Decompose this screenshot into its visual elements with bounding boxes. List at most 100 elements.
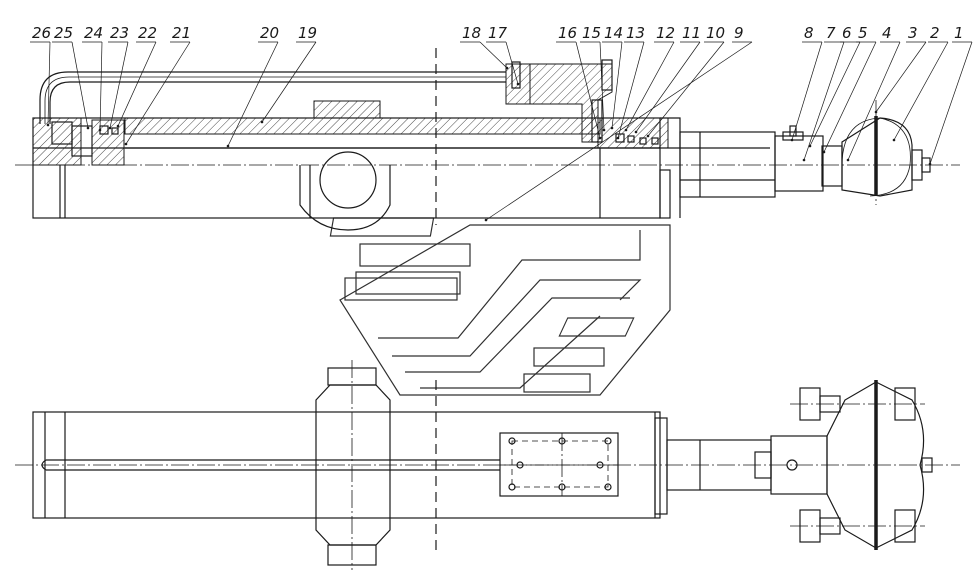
callout-21: 21 [124,24,191,146]
callout-leader-line [617,41,645,139]
callout-label: 2 [930,24,940,42]
gland-guide-section [597,117,681,219]
callout-leader-dot [505,66,509,70]
plan-view [15,360,960,570]
callout-8: 8 [790,24,823,142]
callout-leader-dot [86,126,90,130]
callout-leader-dot [846,158,850,162]
callout-label: 11 [682,24,701,42]
callout-label: 17 [488,24,508,42]
callout-label: 10 [706,24,725,42]
callout-leader-dot [928,162,932,166]
callout-9: 9 [484,24,753,222]
flange-plate-plan [499,432,619,497]
callout-11: 11 [634,24,701,134]
callout-leader-dot [260,120,264,124]
callout-2: 2 [892,24,949,142]
trunnion-block-plan [315,367,391,566]
callout-leader-dot [892,138,896,142]
callout-leader-dot [516,82,520,86]
watermark-logo [329,217,671,396]
callout-leader-line [109,41,129,129]
callout-10: 10 [646,24,725,138]
callout-leader-line [893,41,949,141]
callout-leader-line [71,41,89,129]
end-cap-section [32,117,125,166]
callout-leader-dot [108,126,112,130]
callout-leader-dot [616,136,620,140]
piston-rod [125,131,776,198]
callout-label: 23 [110,24,129,42]
section-view [15,48,960,231]
callout-leader-dot [624,128,628,132]
callout-leader-dot [610,126,614,130]
callout-3: 3 [874,24,927,114]
callout-leader-dot [484,218,488,222]
callout-leader-line [599,41,605,131]
callout-label: 12 [656,24,675,42]
callout-leader-dot [646,134,650,138]
callout-label: 18 [462,24,481,42]
callout-leader-line [117,41,157,127]
callout-14: 14 [602,24,623,130]
callout-leader-dot [226,144,230,148]
callout-label: 3 [908,24,918,42]
callout-leader-line [803,41,845,161]
callout-leader-line [791,41,823,141]
callout-1: 1 [928,24,973,166]
rod-end-clevis [774,100,931,205]
callout-leader-dot [634,130,638,134]
callout-label: 14 [604,24,623,42]
callout-label: 5 [858,24,868,42]
callout-leader-line [875,41,927,113]
callout-leader-line [823,41,877,153]
callout-22: 22 [116,24,157,128]
callout-leader-line [227,41,279,147]
callout-leader-dot [598,136,602,140]
callout-4: 4 [846,24,901,162]
callout-leader-dot [98,128,102,132]
callout-label: 8 [804,24,814,42]
callout-13: 13 [616,24,645,140]
callout-leader-dot [802,158,806,162]
callout-16: 16 [556,24,602,140]
trunnion-circle [319,151,377,209]
callout-leader-line [611,41,623,129]
pipe-plan [41,459,500,471]
callout-label: 9 [734,24,744,42]
callout-label: 13 [626,24,645,42]
callout-leader-line [261,41,317,123]
callout-label: 26 [32,24,51,42]
callout-23: 23 [108,24,129,130]
callout-leader-dot [602,128,606,132]
callout-label: 15 [582,24,601,42]
callout-label: 22 [138,24,157,42]
callout-6: 6 [808,24,861,148]
callout-20: 20 [226,24,279,148]
callout-label: 6 [842,24,852,42]
callout-26: 26 [30,24,51,127]
barrel-wall-section [124,117,601,135]
callout-15: 15 [580,24,606,132]
callout-25: 25 [52,24,90,130]
callout-leader-line [485,41,753,221]
callout-leader-line [929,41,973,165]
barrel-trunnion [299,165,391,231]
callout-18: 18 [460,24,509,70]
callout-leader-dot [790,138,794,142]
barrel-port-boss [313,100,381,119]
callout-leader-dot [116,124,120,128]
callout-leader-line [47,41,51,126]
callout-leader-line [625,41,675,131]
callout-leader-line [575,41,601,139]
callout-leader-line [809,41,861,147]
callout-label: 19 [298,24,317,42]
callout-leader-dot [822,150,826,154]
external-oil-pipe [39,71,506,124]
callout-label: 1 [954,24,964,42]
callout-label: 25 [54,24,73,42]
callout-leader-line [847,41,901,161]
callout-label: 4 [882,24,892,42]
